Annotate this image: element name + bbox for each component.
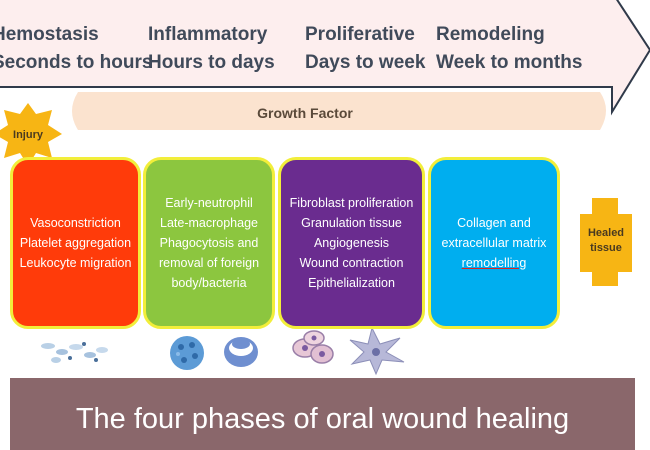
proliferative-box-text: Fibroblast proliferation Granulation tis… [289,196,414,290]
caption-bar [10,378,635,450]
healed-tissue-label: Healed tissue [587,227,625,254]
timeline-arrow [0,0,650,116]
phase-name-inflammatory: Inflammatory [148,24,268,45]
remodeling-line-3: remodelling [461,256,527,270]
injury-star-icon [0,103,62,166]
phase-name-hemostasis: Hemostasis [0,24,99,45]
hemostasis-box: Vasoconstriction Platelet aggregation Le… [10,157,141,329]
macrophage-cell-icon [224,337,258,367]
fibroblast-cells-icon [292,330,334,364]
growth-factor-label: Growth Factor [257,105,353,121]
remodeling-line-1: Collagen and [457,216,531,230]
phase-name-remodeling: Remodeling [436,24,545,45]
caption-title: The four phases of oral wound healing [75,403,570,435]
stellate-cell-icon [349,326,405,376]
phase-duration-hemostasis: Seconds to hours [0,52,153,73]
growth-factor-band [72,92,606,130]
phase-name-proliferative: Proliferative [305,24,415,45]
inflammatory-box-text: Early-neutrophil Late-macrophage Phagocy… [158,196,260,290]
hemostasis-box-text: Vasoconstriction Platelet aggregation Le… [19,216,132,270]
remodeling-box-text: Collagen and extracellular matrix remode… [442,213,547,273]
remodeling-line-2: extracellular matrix [441,236,547,250]
platelet-cells-icon [41,342,108,363]
injury-label: Injury [13,129,43,141]
neutrophil-cell-icon [170,336,204,370]
proliferative-box: Fibroblast proliferation Granulation tis… [278,157,425,329]
remodeling-box: Collagen and extracellular matrix remode… [428,157,560,329]
healed-tissue-cross-icon [580,198,632,286]
phase-duration-remodeling: Week to months [436,52,583,73]
phase-duration-proliferative: Days to week [305,52,426,73]
inflammatory-box: Early-neutrophil Late-macrophage Phagocy… [143,157,275,329]
phase-duration-inflammatory: Hours to days [148,52,275,73]
